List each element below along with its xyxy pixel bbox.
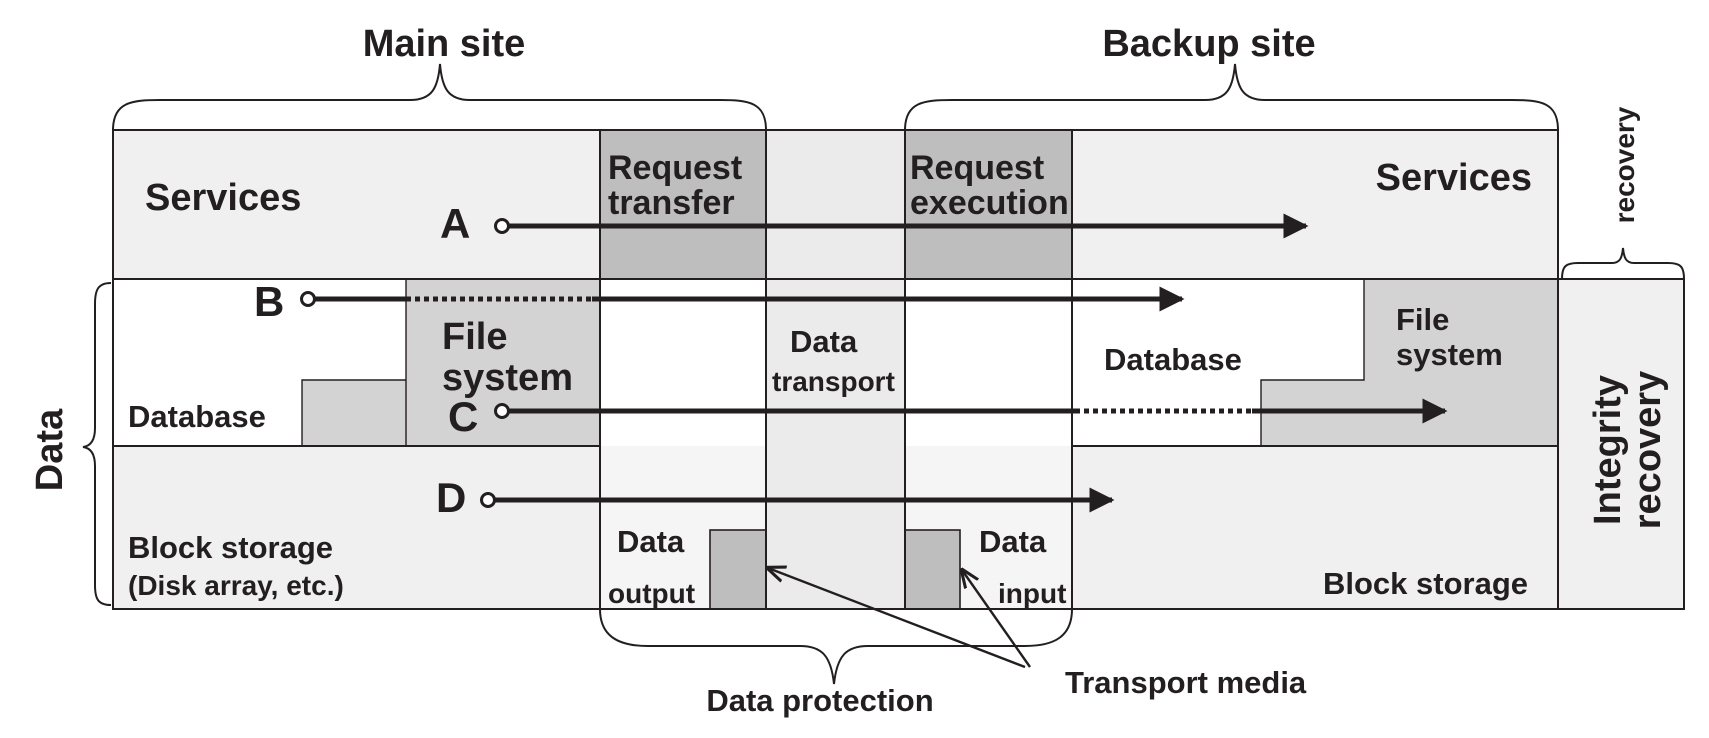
data-protection-brace xyxy=(599,608,1073,685)
data-input-line2: input xyxy=(998,578,1066,609)
main-file-system-region xyxy=(302,279,600,446)
request-transfer-line1: Request xyxy=(608,149,742,187)
backup-database-label: Database xyxy=(1104,342,1242,377)
path-label-d: D xyxy=(436,474,466,521)
path-label-a: A xyxy=(440,200,470,247)
pointer-to-output-media xyxy=(768,568,1026,669)
backup-block-storage-label: Block storage xyxy=(1323,566,1528,601)
main-services-label: Services xyxy=(145,177,301,219)
braces xyxy=(82,63,1685,685)
transport-media-input-box xyxy=(904,529,961,610)
recovery-top-label: recovery xyxy=(1609,106,1640,223)
request-transfer-line2: transfer xyxy=(608,184,735,222)
pointer-to-input-media xyxy=(962,570,1031,668)
integrity-recovery-line1: Integrity xyxy=(1587,375,1629,525)
main-database-label: Database xyxy=(128,399,266,434)
data-output-line1: Data xyxy=(617,524,685,559)
backup-file-system-region xyxy=(1261,279,1558,446)
backup-file-system-line2: system xyxy=(1396,337,1503,372)
transport-media-pointers xyxy=(768,568,1031,669)
main-file-system-line2: system xyxy=(442,357,573,399)
data-transport-line1: Data xyxy=(790,324,858,359)
main-site-title: Main site xyxy=(363,23,526,65)
path-arrows xyxy=(300,213,1448,513)
main-site-brace xyxy=(112,63,767,131)
backup-site-brace xyxy=(904,63,1559,131)
integrity-recovery-column xyxy=(1558,279,1684,609)
request-execution-line1: Request xyxy=(910,149,1044,187)
data-side-brace xyxy=(82,282,112,606)
main-block-storage-label: Block storage xyxy=(128,530,333,565)
data-side-label: Data xyxy=(29,408,71,491)
data-transport-line2: transport xyxy=(772,366,895,397)
backup-services-band xyxy=(1072,130,1558,279)
backup-services-label: Services xyxy=(1376,157,1532,199)
integrity-recovery-line2: recovery xyxy=(1627,371,1669,529)
transport-media-label: Transport media xyxy=(1065,665,1307,700)
request-execution-line2: execution xyxy=(910,184,1069,222)
path-c-start xyxy=(494,403,510,419)
path-b-start xyxy=(300,291,316,307)
grid-lines xyxy=(112,129,1685,610)
recovery-top-brace xyxy=(1561,247,1685,280)
data-transport-column xyxy=(766,130,905,609)
labels: Main site Backup site Services File syst… xyxy=(29,23,1669,718)
request-transfer-box xyxy=(600,130,766,279)
backup-file-system-line1: File xyxy=(1396,302,1449,337)
main-file-system-line1: File xyxy=(442,316,507,358)
main-block-storage-band xyxy=(113,446,600,609)
backup-site-title: Backup site xyxy=(1102,23,1315,65)
path-d-start xyxy=(480,492,496,508)
backup-block-storage-band xyxy=(1072,446,1558,609)
path-label-b: B xyxy=(254,278,284,325)
data-protection-label: Data protection xyxy=(706,683,933,718)
transport-media-output-box xyxy=(709,529,767,610)
main-block-storage-sub: (Disk array, etc.) xyxy=(128,570,344,601)
fills xyxy=(113,130,1684,610)
request-execution-box xyxy=(905,130,1072,279)
data-input-line1: Data xyxy=(979,524,1047,559)
main-services-band xyxy=(113,130,600,279)
path-a-start xyxy=(494,218,510,234)
data-output-line2: output xyxy=(608,578,695,609)
path-label-c: C xyxy=(448,393,478,440)
